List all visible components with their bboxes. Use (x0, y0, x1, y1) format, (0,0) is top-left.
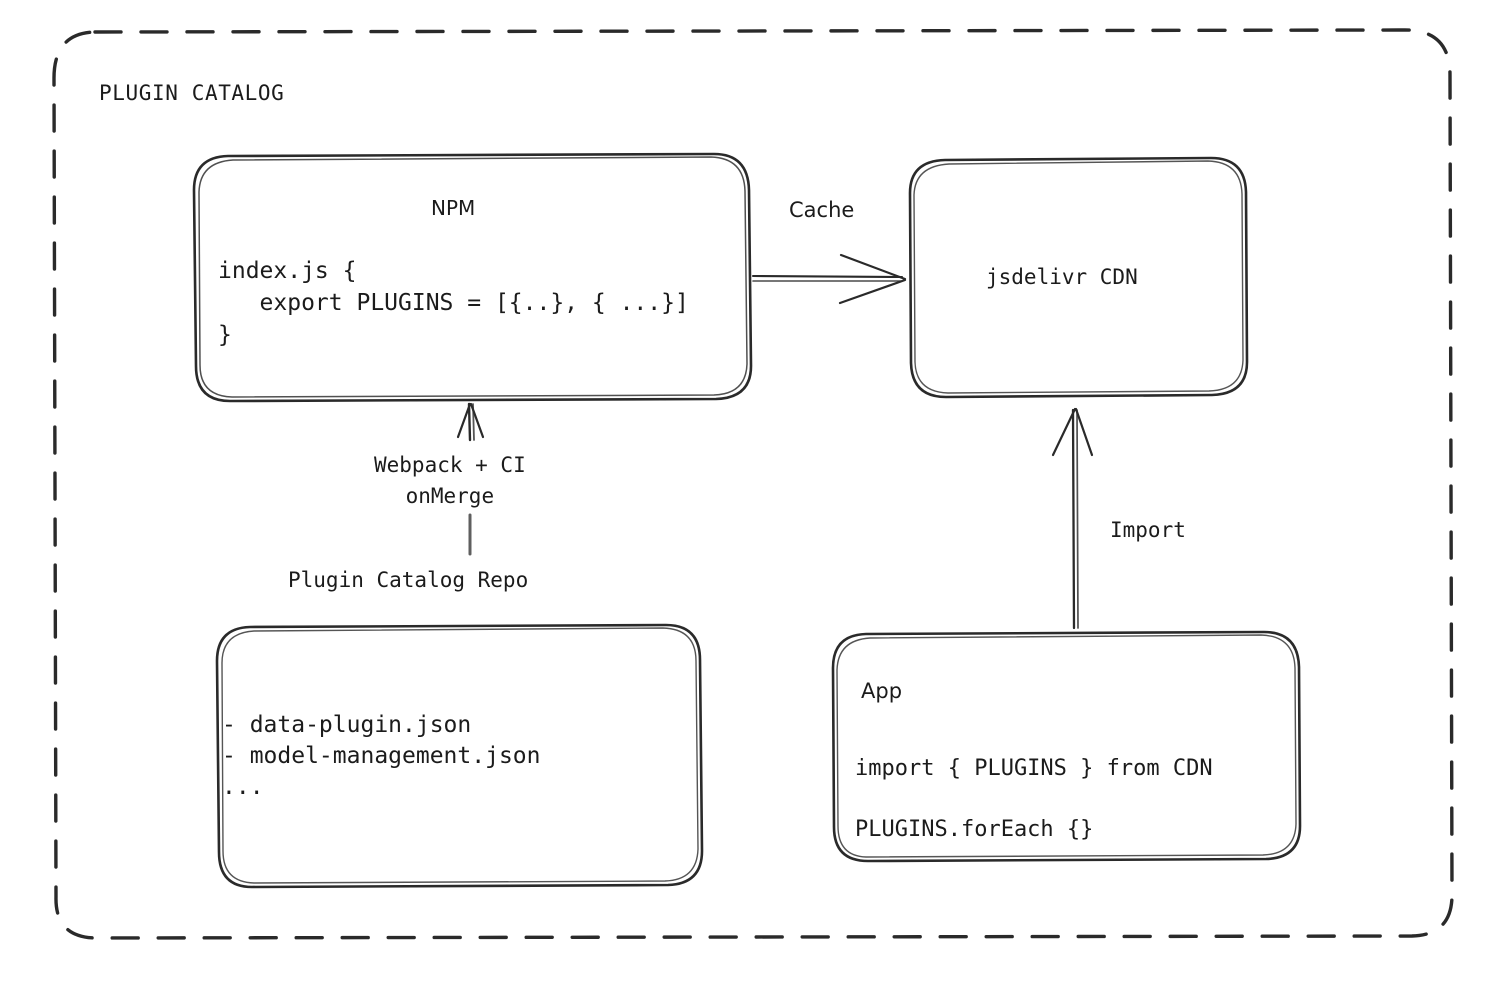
app-box-outline (831, 630, 1302, 863)
repo-file-line-2: ... (222, 774, 264, 800)
cdn-box-outline (908, 156, 1249, 399)
app-node-code: import { PLUGINS } from CDN PLUGINS.forEa… (855, 738, 1213, 860)
repo-file-line-1: - model-management.json (222, 743, 541, 769)
npm-code-line-1: export PLUGINS = [{..}, { ...}] (218, 290, 689, 316)
npm-code-line-0: index.js { (218, 258, 357, 284)
app-node-title: App (861, 679, 903, 703)
repo-node-caption: Plugin Catalog Repo (288, 568, 529, 592)
repo-file-line-0: - data-plugin.json (222, 712, 472, 738)
edge-import-arrow (1051, 407, 1094, 630)
repo-node-file-list: - data-plugin.json - model-management.jso… (222, 710, 541, 803)
app-code-line-0: import { PLUGINS } from CDN (855, 756, 1213, 781)
group-title: PLUGIN CATALOG (99, 81, 285, 105)
cdn-node-title: jsdelivr CDN (986, 265, 1138, 289)
npm-node-code: index.js { export PLUGINS = [{..}, { ...… (218, 255, 689, 351)
npm-code-line-2: } (218, 322, 232, 348)
edge-import-label: Import (1110, 518, 1186, 542)
edge-build-arrow (456, 402, 485, 556)
repo-box-outline (215, 623, 704, 889)
npm-node-title: NPM (431, 196, 476, 220)
app-code-line-1: PLUGINS.forEach {} (855, 817, 1094, 842)
edge-build-label: Webpack + CI onMerge (374, 453, 526, 508)
edge-cache-arrow (751, 253, 907, 305)
npm-box-outline (192, 152, 753, 403)
group-container-border (52, 28, 1454, 940)
edge-cache-label: Cache (789, 198, 855, 222)
